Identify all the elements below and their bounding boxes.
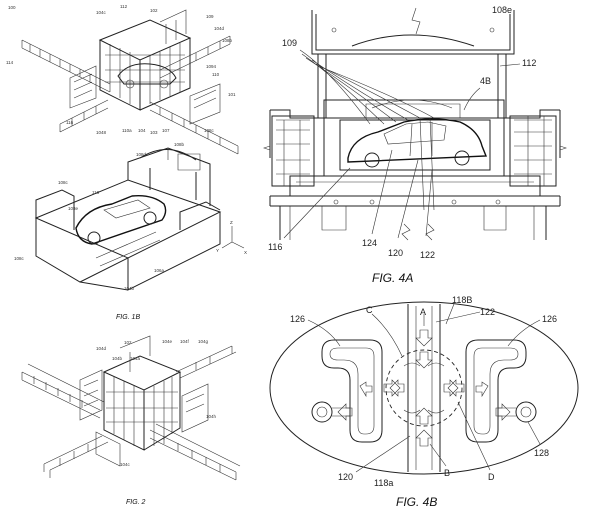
fixture-ellipse (269, 301, 579, 475)
fig-1a-label: 116 (66, 120, 74, 125)
fig-2-label: 102 (124, 340, 132, 345)
fig-1a-label: 107 (162, 128, 170, 133)
fig-1a-label: 102 (150, 8, 158, 13)
fig-1a-label: 104c (96, 10, 107, 15)
label-4b: 4B (480, 76, 491, 86)
label-120: 120 (388, 248, 403, 258)
fig-1b-label: 108b (174, 142, 185, 147)
fig-1a-drawing: 100 112 104c 102 109 104d 108b 114 1094 … (6, 4, 239, 155)
fig-1a-label: 110 (212, 72, 220, 77)
label-109: 109 (282, 38, 297, 48)
label-108e: 108e (492, 5, 512, 15)
fig-2-label: 104c (120, 462, 131, 467)
fig-1a-label: 101 (228, 92, 236, 97)
fig-1a-label: 108c (204, 128, 215, 133)
label-d: D (488, 472, 495, 482)
dashed-region-circle (385, 349, 463, 427)
fig-2-label: 104e (162, 339, 173, 344)
label-118b: 118B (452, 295, 472, 305)
label-c: C (366, 305, 373, 315)
fig-1a-reference-labels: 100 112 104c 102 109 104d 108b 114 1094 … (6, 4, 236, 135)
x-axis-label: X (244, 250, 247, 255)
label-126-left: 126 (290, 314, 305, 324)
y-axis-label: Y (216, 248, 219, 253)
fig-2-drawing: 104d 102 104e 104f 104g 104b 104a 104h 1… (21, 335, 241, 506)
fig-2-label: 104g (198, 339, 209, 344)
label-118a: 118a (374, 478, 393, 488)
fig-1b-label: 108c (14, 256, 25, 261)
label-122: 122 (480, 307, 495, 317)
fig-1a-label: 104d (214, 26, 225, 31)
fig-4a-drawing: 108e 109 112 4B 116 124 120 122 FIG. 4A (263, 5, 567, 285)
xyz-axis-triad: Z Y X (216, 220, 247, 255)
fig-1b-caption: FIG. 1B (116, 314, 140, 321)
fig-1a-label: 110a (122, 128, 132, 133)
label-112: 112 (522, 58, 536, 68)
fig-1a-label: 103 (150, 130, 158, 135)
fig-2-label: 104a (130, 356, 141, 361)
fig-1b-label: 108d (136, 152, 147, 157)
fig-1b-label: 108c (58, 180, 69, 185)
label-122: 122 (420, 250, 435, 260)
fig-1a-label: 112 (120, 4, 128, 9)
fig-2-label: 104f (180, 339, 190, 344)
label-128: 128 (534, 448, 549, 458)
fig-1b-label: 104b (124, 286, 135, 291)
label-120: 120 (338, 472, 353, 482)
fig-1b-label: 108e (68, 206, 79, 211)
fig-1a-label: 1094 (206, 64, 217, 69)
fig-2-label: 104b (112, 356, 123, 361)
fig-1a-label: 100 (8, 5, 16, 10)
fig-1a-label: 108b (222, 38, 233, 43)
label-b: B (444, 468, 450, 478)
fig-2-label: 104h (206, 414, 217, 419)
fig-1a-label: 1048 (96, 130, 107, 135)
fig-2-label: 104d (96, 346, 107, 351)
fig-1b-drawing: 108d 108b 108c 116 108e 106a 104b 108c Z… (14, 142, 247, 321)
label-124: 124 (362, 238, 377, 248)
fig-1a-label: 104 (138, 128, 146, 133)
label-a: A (420, 307, 426, 317)
fig-1a-label: 114 (6, 60, 14, 65)
fig-4a-caption: FIG. 4A (372, 271, 413, 285)
fig-1b-label: 116 (92, 190, 100, 195)
z-axis-label: Z (230, 220, 233, 225)
label-116: 116 (268, 242, 282, 252)
fig-2-caption: FIG. 2 (126, 499, 146, 506)
label-126-right: 126 (542, 314, 557, 324)
fig-4b-caption: FIG. 4B (396, 495, 437, 509)
fig-4b-drawing: 118B A C 122 126 126 128 120 118a B D FI… (269, 295, 579, 509)
fig-1b-label: 106a (154, 268, 165, 273)
fig-1a-label: 109 (206, 14, 214, 19)
